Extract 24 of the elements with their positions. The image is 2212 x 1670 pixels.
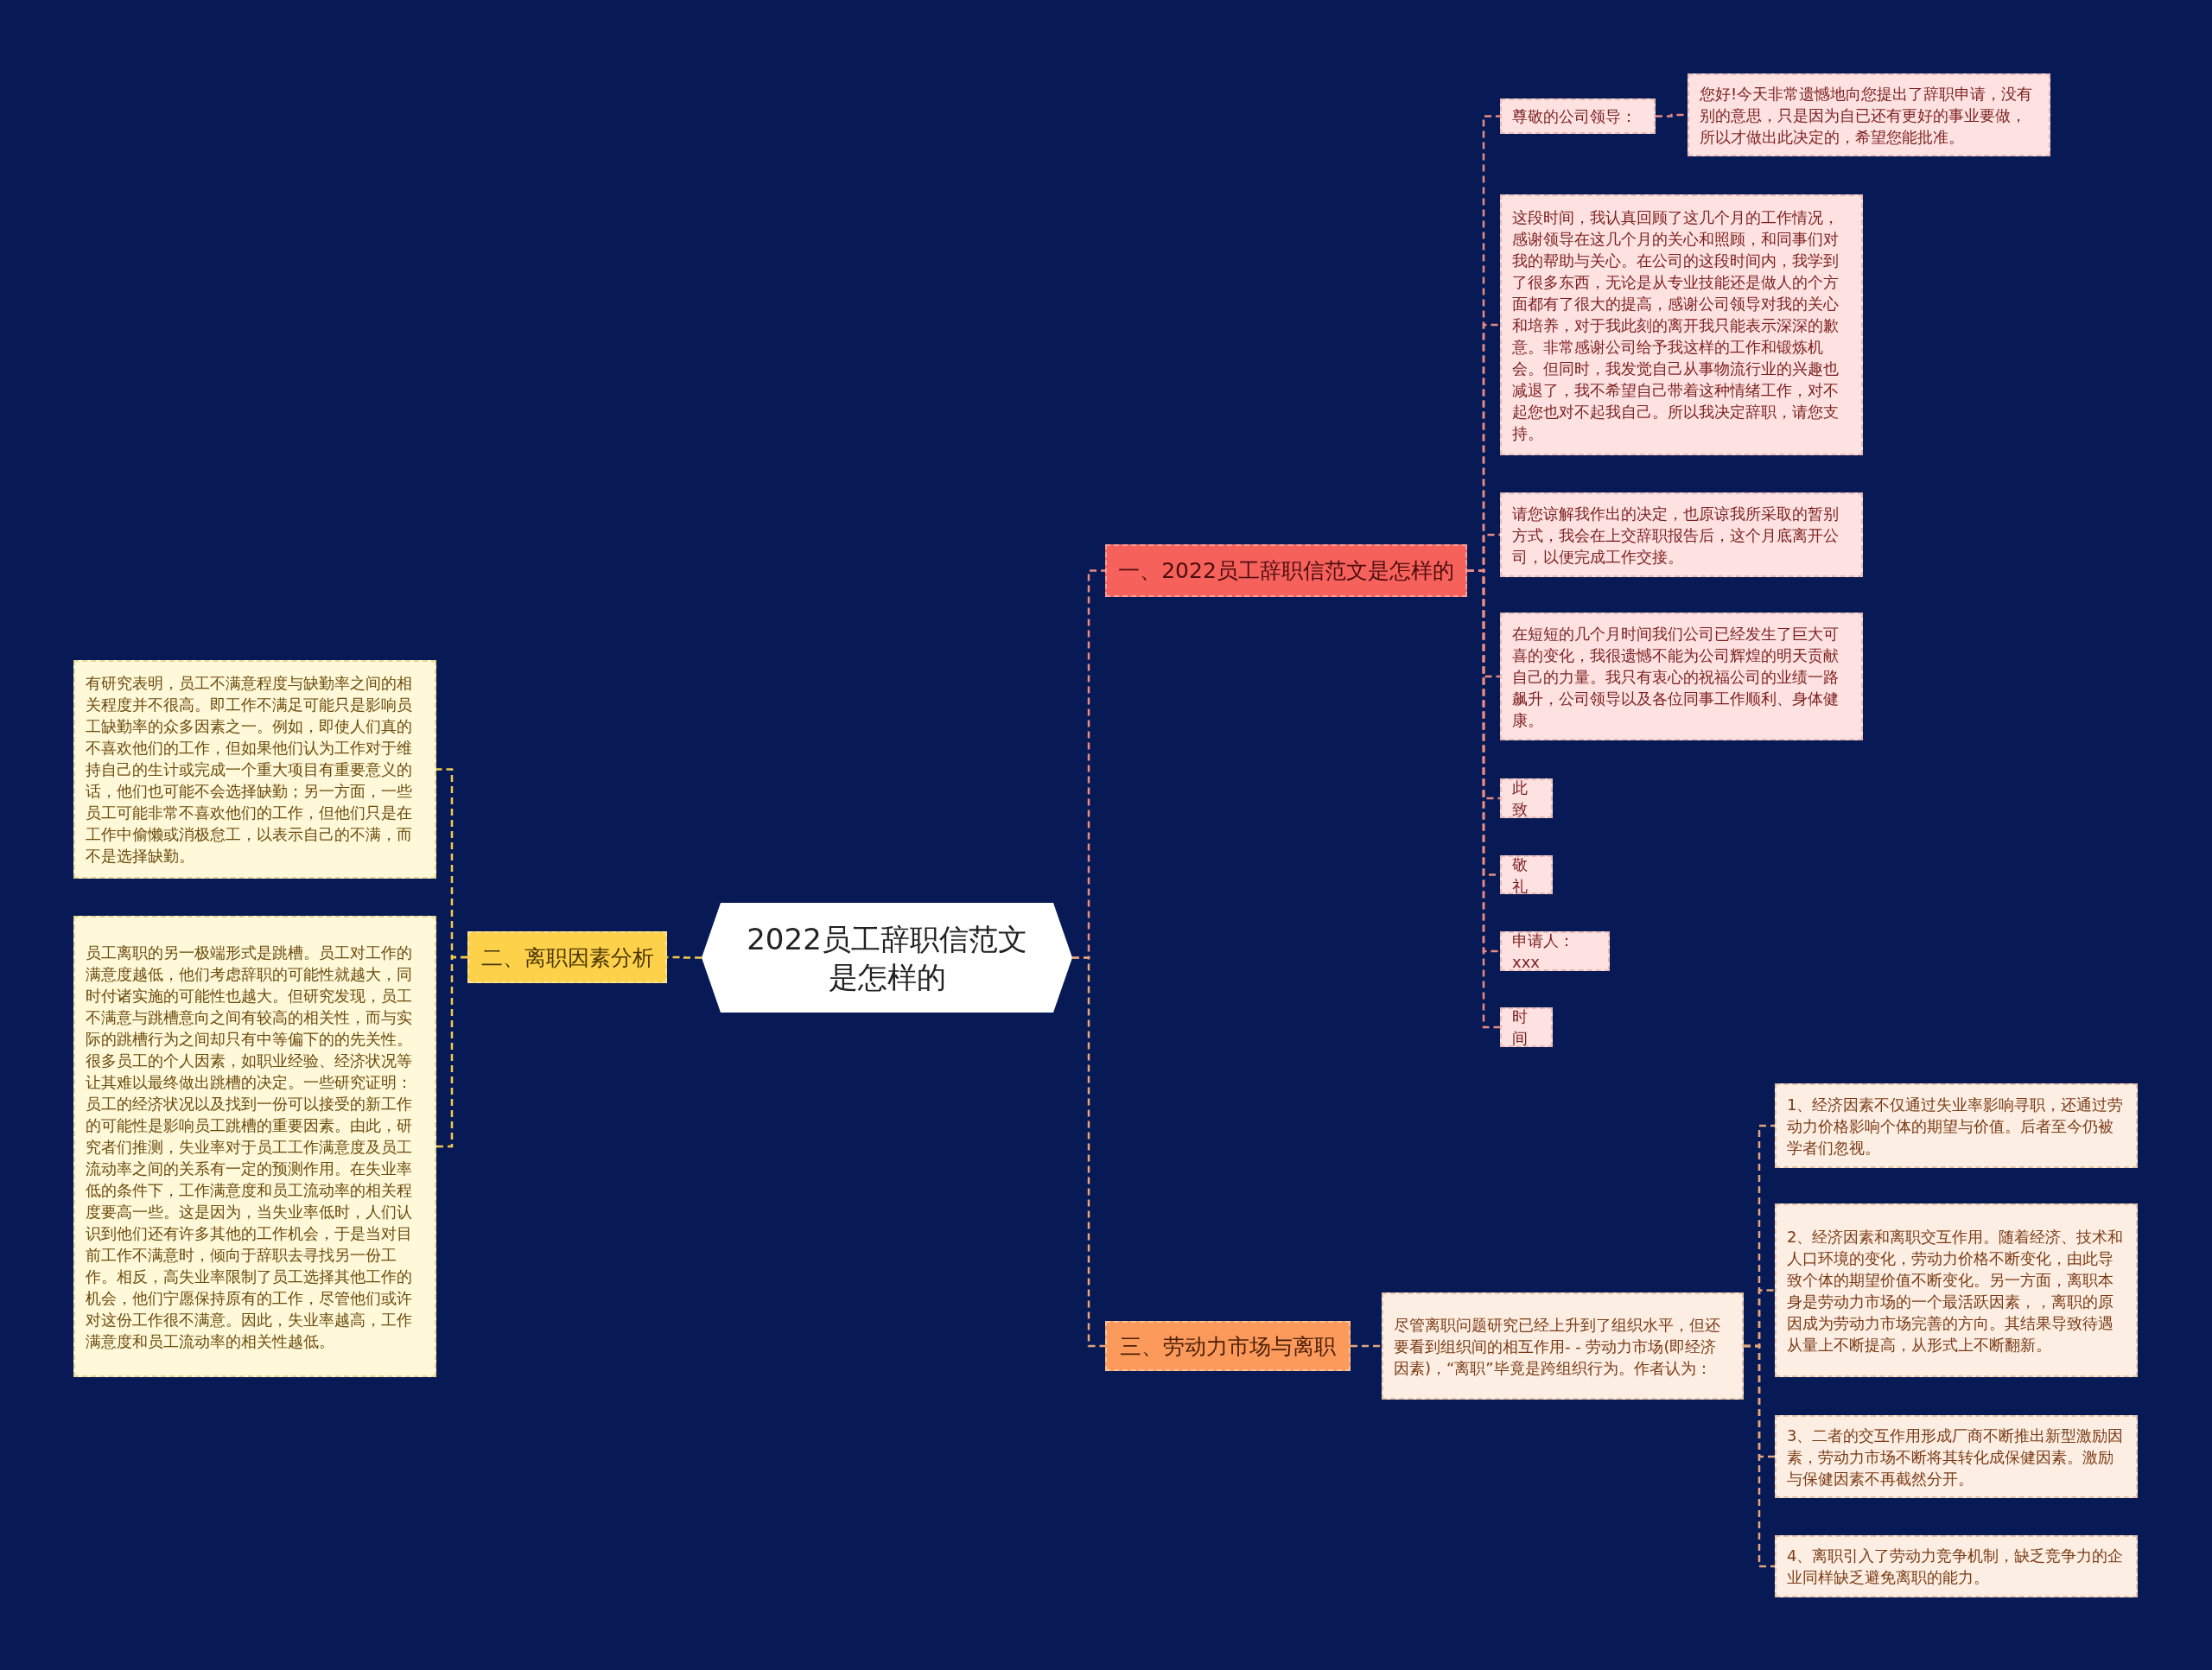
note-box: 1、经济因素不仅通过失业率影响寻职，还通过劳动力价格影响个体的期望与价值。后者至今仍被学者们忽视。	[1775, 1083, 2138, 1168]
note-box: 有研究表明，员工不满意程度与缺勤率之间的相关程度并不很高。即工作不满足可能只是影响员工缺勤率的众多因素之一。例如，即使人们真的不喜欢他们的工作，但如果他们认为工作对于维持自己的生计或完成一个重大项目有重要意义的话，他们也可能不会选择缺勤；另一方面，一些员工可能非常不喜欢他们的工作，但他们只是在工作中偷懒或消极怠工，以表示自己的不满，而不是选择缺勤。	[73, 660, 436, 879]
note-box: 4、离职引入了劳动力竞争机制，缺乏竞争力的企业同样缺乏避免离职的能力。	[1775, 1535, 2138, 1597]
connector-line	[1351, 1344, 1382, 1348]
branch-topic-box: 三、劳动力市场与离职	[1105, 1321, 1351, 1371]
note-box: 2、经济因素和离职交互作用。随着经济、技术和人口环境的变化，劳动力价格不断变化，由此导致个体的期望价值不断变化。另一方面，离职本身是劳动力市场的一个最活跃因素，，离职的原因成为劳动力市场完善的方向。其结果导致待遇从量上不断提高，从形式上不断翻新。	[1775, 1203, 2138, 1377]
note-box: 在短短的几个月时间我们公司已经发生了巨大可喜的变化，我很遗憾不能为公司辉煌的明天贡献自己的力量。我只有衷心的祝福公司的业绩一路飙升，公司领导以及各位同事工作顺利、身体健康。	[1500, 613, 1863, 740]
central-topic-hexagon: 2022员工辞职信范文是怎样的	[702, 903, 1072, 1013]
connector-line	[1072, 956, 1105, 1348]
note-box: 尊敬的公司领导：	[1500, 98, 1656, 134]
connector-line	[1744, 1344, 1775, 1568]
note-box: 时间	[1500, 1007, 1553, 1047]
note-box: 敬礼	[1500, 855, 1553, 894]
note-box: 员工离职的另一极端形式是跳槽。员工对工作的满意度越低，他们考虑辞职的可能性就越大，同时付诸实施的可能性也越大。但研究发现，员工不满意与跳槽意向之间有较高的相关性，而与实际的跳槽行为之间却只有中等偏下的的先关性。很多员工的个人因素，如职业经验、经济状况等让其难以最终做出跳槽的决定。一些研究证明：员工的经济状况以及找到一份可以接受的新工作的可能性是影响员工跳槽的重要因素。由此，研究者们推测，失业率对于员工工作满意度及员工流动率之间的关系有一定的预测作用。在失业率低的条件下，工作满意度和员工流动率的相关程度要高一些。这是因为，当失业率低时，人们认识到他们还有许多其他的工作机会，于是当对目前工作不满意时，倾向于辞职去寻找另一份工作。相反，高失业率限制了员工选择其他工作的机会，他们宁愿保持原有的工作，尽管他们或许对这份工作很不满意。因此，失业率越高，工作满意度和员工流动率的相关性越低。	[73, 916, 436, 1377]
note-box: 此致	[1500, 778, 1553, 818]
note-box: 3、二者的交互作用形成厂商不断推出新型激励因素，劳动力市场不断将其转化成保健因素。激励与保健因素不再截然分开。	[1775, 1415, 2138, 1498]
branch-topic-box: 一、2022员工辞职信范文是怎样的	[1105, 544, 1467, 597]
note-box: 您好!今天非常遗憾地向您提出了辞职申请，没有别的意思，只是因为自已还有更好的事业要做，所以才做出此决定的，希望您能批准。	[1688, 73, 2050, 156]
note-box: 请您谅解我作出的决定，也原谅我所采取的暂别方式，我会在上交辞职报告后，这个月底离开公司，以便完成工作交接。	[1500, 492, 1863, 577]
note-box: 申请人：xxx	[1500, 931, 1610, 971]
branch-topic-box: 二、离职因素分析	[467, 931, 667, 983]
note-box: 尽管离职问题研究已经上升到了组织水平，但还要看到组织间的相互作用- - 劳动力市场(即经济因素)，“离职”毕竟是跨组织行为。作者认为：	[1382, 1292, 1744, 1400]
connector-line	[436, 956, 467, 1148]
note-box: 这段时间，我认真回顾了这几个月的工作情况，感谢领导在这几个月的关心和照顾，和同事们对我的帮助与关心。在公司的这段时间内，我学到了很多东西，无论是从专业技能还是做人的个方面都有了很大的提高，感谢公司领导对我的关心和培养，对于我此刻的离开我只能表示深深的歉意。非常感谢公司给予我这样的工作和锻炼机会。但同时，我发觉自己从事物流行业的兴趣也减退了，我不希望自己带着这种情绪工作，对不起您也对不起我自己。所以我决定辞职，请您支持。	[1500, 194, 1863, 455]
